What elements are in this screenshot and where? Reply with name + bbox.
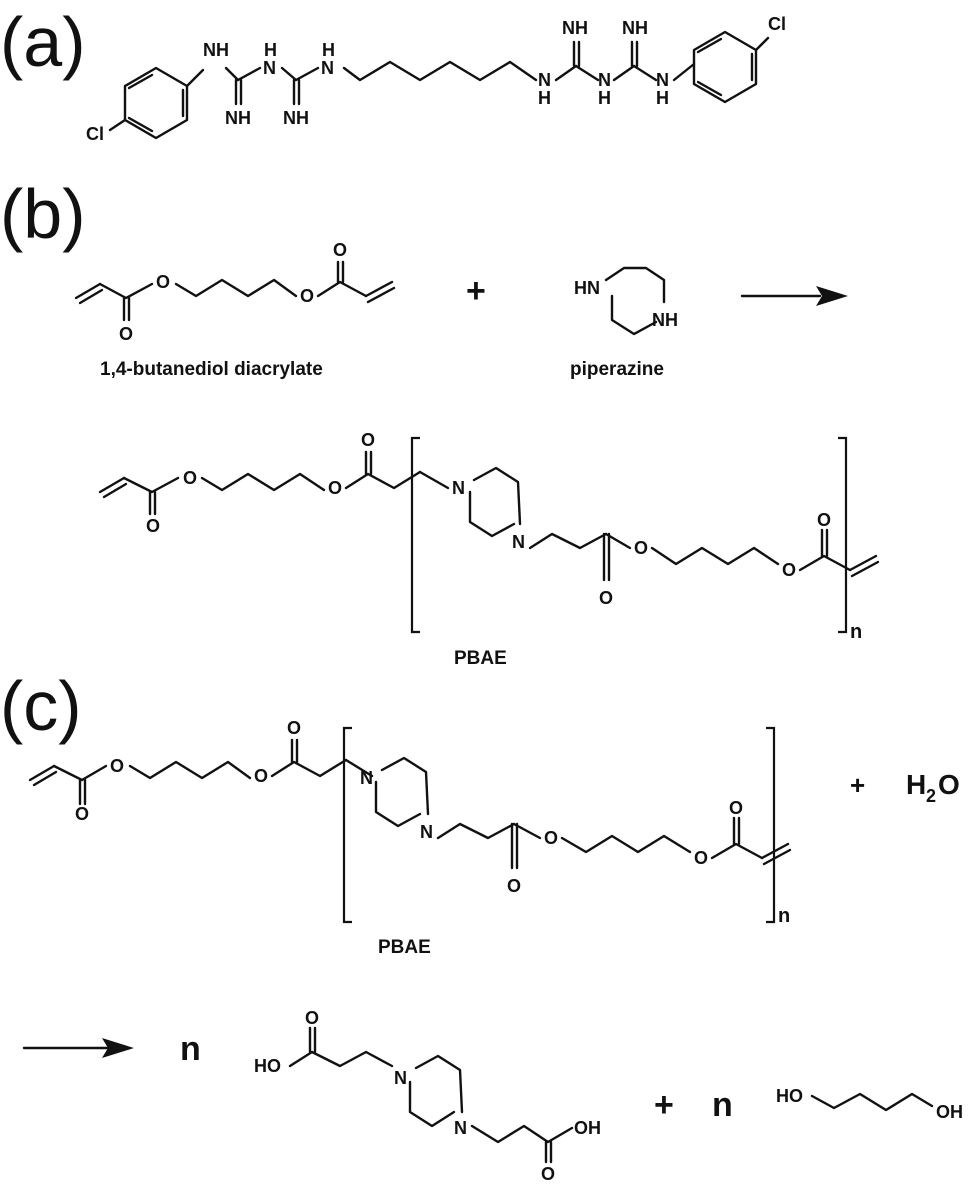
butanediol-diacrylate-structure: O O O O [74, 240, 396, 344]
plus-sign-b: + [466, 272, 486, 310]
reaction-arrow-b [740, 286, 848, 306]
atom-nh-5: NH [622, 18, 648, 38]
atom-n-pc-2: N [420, 822, 433, 842]
atom-o-acid-1: O [305, 1008, 319, 1028]
atom-n-acid-2: N [454, 1118, 467, 1138]
atom-cl-left: Cl [86, 124, 104, 144]
atom-o-pb-5: O [599, 588, 613, 608]
atom-n-pb-1: N [452, 478, 465, 498]
atom-o-pc-1: O [75, 804, 89, 824]
atom-h-5: H [656, 88, 669, 108]
atom-o-pb-4: O [361, 430, 375, 450]
atom-n-1: N [263, 58, 276, 78]
panel-label-a: (a) [0, 3, 86, 81]
atom-o-bdda-2: O [156, 272, 170, 292]
water-h: H [906, 769, 926, 800]
atom-nh-4: NH [562, 18, 588, 38]
pbae-structure-b: O O O O N N O O O O n [98, 430, 880, 643]
atom-o-pc-2: O [110, 756, 124, 776]
atom-o-pc-3: O [254, 766, 268, 786]
pbae-caption-c: PBAE [378, 937, 431, 958]
atom-cl-right: Cl [768, 14, 786, 34]
atom-nh-pip: NH [652, 310, 678, 330]
pbae-caption-b: PBAE [454, 648, 507, 669]
atom-o-pb-3: O [328, 478, 342, 498]
atom-hn-pip: HN [574, 278, 600, 298]
atom-n-3: N [538, 70, 551, 90]
atom-n-5: N [656, 70, 669, 90]
butanediol-structure: HO OH [776, 1086, 963, 1122]
atom-o-bdda-3: O [300, 286, 314, 306]
atom-o-pb-8: O [817, 510, 831, 530]
atom-o-acid-2: O [541, 1164, 555, 1184]
repeat-n-c: n [778, 905, 790, 927]
atom-n-pc-1: N [360, 768, 373, 788]
atom-o-pb-2: O [183, 468, 197, 488]
piperazine-structure: HN NH [574, 266, 678, 336]
atom-nh-2: NH [225, 108, 251, 128]
water-o: O [938, 769, 960, 800]
atom-o-bdda-1: O [119, 324, 133, 344]
atom-oh-diol: OH [936, 1102, 963, 1122]
water-subscript-2: 2 [926, 786, 936, 806]
atom-oh-acid: OH [574, 1118, 601, 1138]
atom-nh-1: NH [203, 40, 229, 60]
panel-label-c: (c) [0, 667, 82, 745]
panel-label-b: (b) [0, 175, 86, 253]
atom-o-pb-6: O [634, 538, 648, 558]
bdda-caption: 1,4-butanediol diacrylate [100, 359, 323, 380]
atom-o-pb-1: O [146, 516, 160, 536]
pbae-structure-c: O O O O N N O O O O n [28, 718, 792, 927]
repeat-n-b: n [850, 621, 862, 643]
atom-nh-3: NH [283, 108, 309, 128]
atom-n-pb-2: N [512, 532, 525, 552]
atom-n-acid-1: N [394, 1068, 407, 1088]
piperazine-caption: piperazine [570, 359, 664, 380]
piperazine-dipropionic-acid-structure: HO O N N OH O [254, 1008, 601, 1184]
atom-o-pc-6: O [544, 828, 558, 848]
atom-o-pc-8: O [729, 798, 743, 818]
atom-ho-acid: HO [254, 1056, 281, 1076]
atom-n-4: N [598, 70, 611, 90]
coef-n-2: n [712, 1086, 733, 1124]
atom-ho-diol: HO [776, 1086, 803, 1106]
atom-o-pb-7: O [782, 560, 796, 580]
coef-n-1: n [180, 1030, 201, 1068]
chlorhexidine-structure: Cl NH H N H N NH NH N H NH N H NH N H Cl [86, 14, 786, 144]
atom-h-2: H [322, 40, 335, 60]
atom-h-4: H [598, 88, 611, 108]
atom-o-pc-4: O [287, 718, 301, 738]
atom-h-1: H [264, 40, 277, 60]
atom-h-3: H [538, 88, 551, 108]
atom-o-pc-7: O [694, 848, 708, 868]
plus-sign-c1: + [850, 770, 865, 800]
reaction-arrow-c [22, 1038, 134, 1058]
plus-sign-c2: + [654, 1086, 674, 1124]
atom-o-bdda-4: O [333, 240, 347, 260]
atom-o-pc-5: O [507, 876, 521, 896]
atom-n-2: N [321, 58, 334, 78]
water-formula: H 2 O [906, 769, 960, 806]
